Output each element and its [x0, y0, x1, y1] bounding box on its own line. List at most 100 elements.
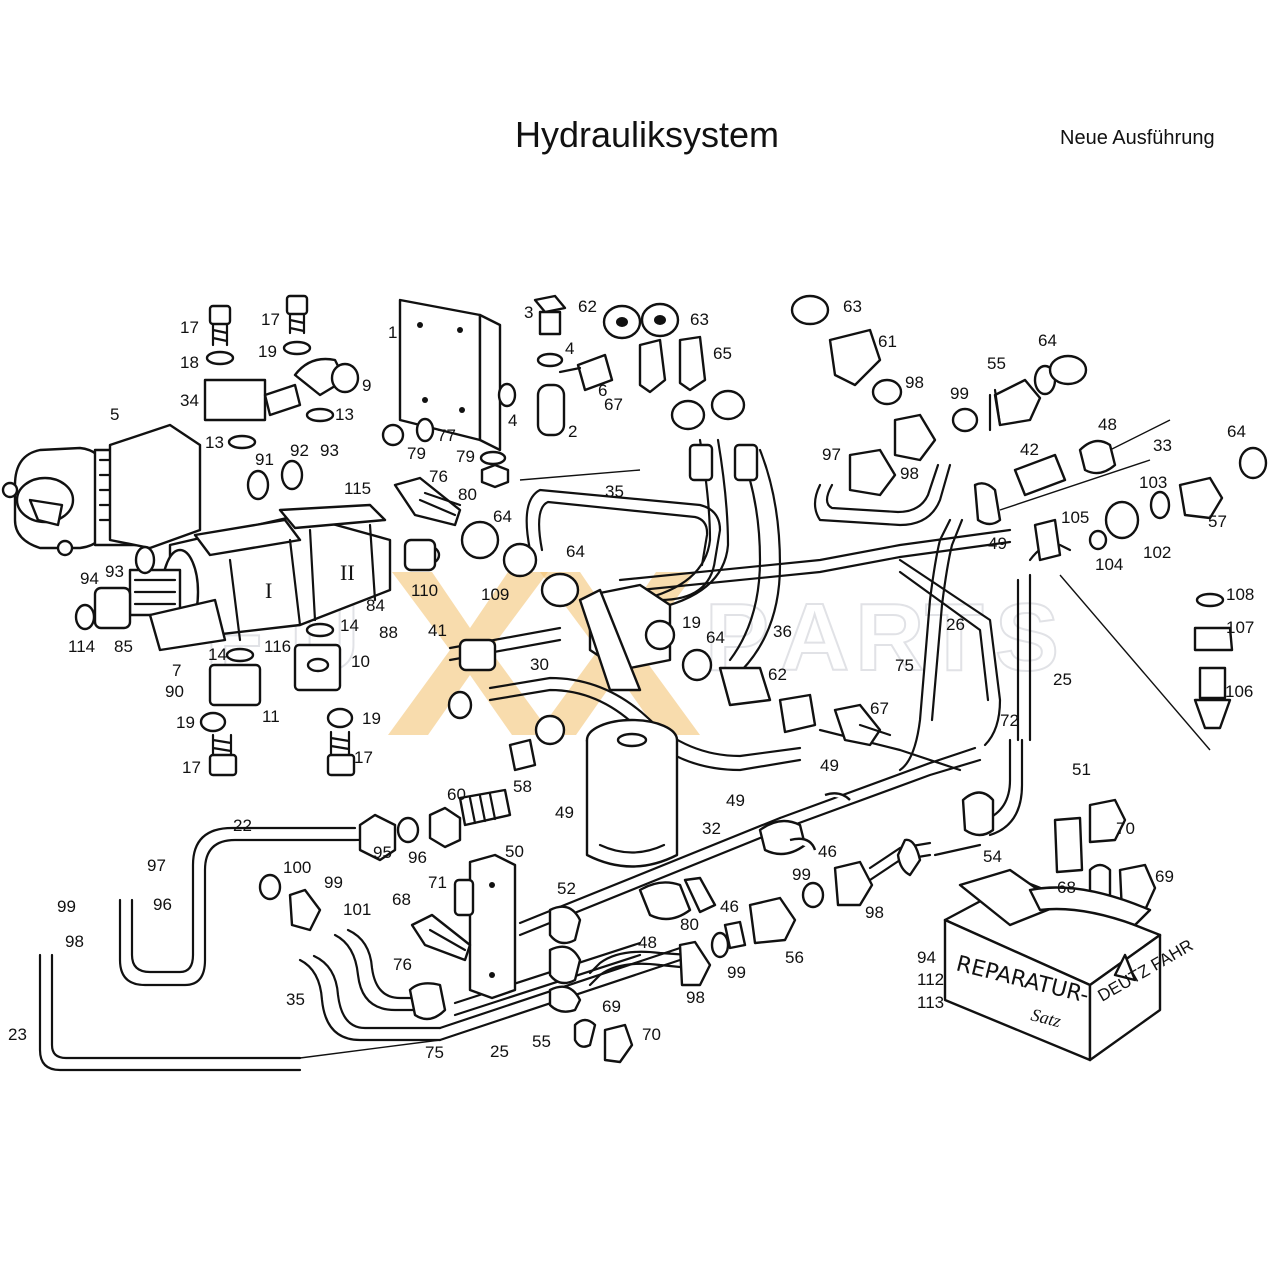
callout-30: 26: [946, 615, 965, 634]
callout-85: 84: [366, 596, 385, 615]
callout-55a: 54: [983, 847, 1002, 866]
callout-13a: 13: [335, 405, 354, 424]
pump-section-I: I: [265, 578, 272, 603]
watermark-letter-6: A: [780, 584, 853, 691]
pump-fittings: [74, 294, 441, 777]
callout-48b: 48: [638, 933, 657, 952]
callout-97b: 97: [147, 856, 166, 875]
callout-98c: 98: [865, 903, 884, 922]
callout-17b: 17: [182, 758, 201, 777]
callout-95: 94: [917, 948, 936, 967]
callout-6: 6: [598, 381, 607, 400]
callout-35a: 34: [180, 391, 199, 410]
callout-91: 90: [165, 682, 184, 701]
callout-75a: 72: [1000, 711, 1019, 730]
callout-76a: 75: [895, 656, 914, 675]
watermark-letter-8: T: [925, 584, 988, 691]
callout-94a: 93: [320, 441, 339, 460]
callout-115: 114: [68, 637, 95, 656]
callout-99d: 99: [727, 963, 746, 982]
callout-99a: 98: [905, 373, 924, 392]
callout-63b: 63: [690, 310, 709, 329]
callout-98d: 98: [686, 988, 705, 1007]
callout-19d: 19: [362, 709, 381, 728]
callout-4a: 4: [565, 339, 574, 358]
pipes: [38, 419, 1211, 1072]
callout-48a: 46: [720, 897, 739, 916]
callout-61: 60: [447, 785, 466, 804]
callout-90: 88: [379, 623, 398, 642]
callout-77: 76: [429, 467, 448, 486]
callout-labels: 1 2 3 4 4 5 6 7 9 10 11 13 13 14 14 17 1…: [8, 297, 1254, 1062]
callout-56: 55: [987, 354, 1006, 373]
pump-section-II: II: [340, 560, 355, 585]
callout-110: 109: [481, 585, 509, 604]
callout-11: 11: [262, 707, 280, 726]
callout-25a: 23: [8, 1025, 27, 1044]
callout-1: 1: [388, 323, 397, 342]
callout-42: 41: [428, 621, 447, 640]
callout-54: 52: [557, 879, 576, 898]
callout-93a: 92: [290, 441, 309, 460]
callout-49a: 48: [1098, 415, 1117, 434]
callout-106: 105: [1061, 508, 1089, 527]
callout-19c: 19: [176, 713, 195, 732]
callout-88: 85: [114, 637, 133, 656]
callout-98b: 98: [900, 464, 919, 483]
callout-96a: 95: [373, 843, 392, 862]
callout-7: 7: [172, 661, 181, 680]
callout-32: 30: [530, 655, 549, 674]
callout-62a: 61: [878, 332, 897, 351]
callout-79a: 77: [437, 426, 456, 445]
callout-72: 71: [428, 873, 447, 892]
callout-46b: 46: [818, 842, 837, 861]
callout-108: 107: [1226, 618, 1254, 637]
callout-105: 104: [1095, 555, 1123, 574]
repair-kit-box: REPARATUR- Satz DEUTZ FAHR: [943, 868, 1196, 1062]
callout-112: 110: [411, 581, 438, 600]
callout-4b: 4: [508, 411, 517, 430]
callout-58: 57: [1208, 512, 1227, 531]
callout-13b: 13: [205, 433, 224, 452]
deutz-logo-icon: [1113, 953, 1137, 982]
callout-60: 58: [513, 777, 532, 796]
callout-70a: 69: [1155, 867, 1174, 886]
callout-102: 101: [343, 900, 371, 919]
callout-64b: 64: [1038, 331, 1057, 350]
callout-96b: 96: [153, 895, 172, 914]
callout-116: 115: [344, 479, 371, 498]
callout-70b: 70: [642, 1025, 661, 1044]
callout-117: 116: [264, 637, 291, 656]
callout-97a: 96: [408, 848, 427, 867]
watermark-letter-7: R: [855, 584, 928, 691]
bracket-1: [381, 294, 614, 489]
callout-52: 51: [1072, 760, 1091, 779]
callout-55b: 55: [532, 1032, 551, 1051]
gear-pump-I-II: I II: [128, 503, 392, 642]
callout-113: 112: [917, 970, 944, 989]
callout-46a: 42: [1020, 440, 1039, 459]
callout-80a: 79: [407, 444, 426, 463]
callout-49d: 49: [726, 791, 745, 810]
callout-3: 3: [524, 303, 533, 322]
callout-50: 49: [555, 803, 574, 822]
callout-19b: 19: [258, 342, 277, 361]
callout-84: 80: [680, 915, 699, 934]
callout-104: 103: [1139, 473, 1167, 492]
callout-49c: 49: [820, 756, 839, 775]
callout-14b: 14: [340, 616, 359, 635]
watermark-letter-9: S: [995, 584, 1063, 691]
callout-10: 10: [351, 652, 370, 671]
callout-98e: 98: [65, 932, 84, 951]
callout-36: 35: [605, 482, 624, 501]
callout-51: 50: [505, 842, 524, 861]
callout-17a: 17: [261, 310, 280, 329]
oil-filter-50: [585, 718, 679, 868]
callout-79b: 79: [456, 447, 475, 466]
callout-107: 106: [1225, 682, 1253, 701]
callout-41: 36: [773, 622, 792, 641]
callout-34: 33: [1153, 436, 1172, 455]
callout-65: 64: [1227, 422, 1246, 441]
callout-64e: 64: [706, 628, 725, 647]
